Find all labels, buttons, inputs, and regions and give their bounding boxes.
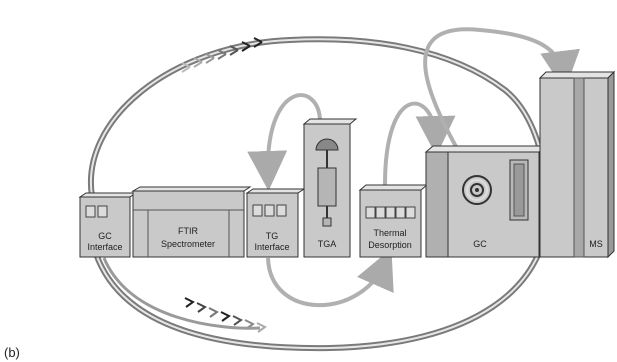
gc-interface-label-line2: Interface	[87, 242, 122, 252]
tga-unit: TGA	[302, 118, 358, 258]
gc-to-ms-arrow	[423, 27, 580, 187]
ms-label: MS	[589, 239, 603, 249]
tg-interface-unit: TG Interface	[245, 188, 306, 258]
gc-interface-label-line1: GC	[98, 231, 112, 241]
tga-to-tg-interface-arrow	[247, 93, 322, 191]
tg-interface-label-line1: TG	[266, 231, 279, 241]
gc-interface-unit: GC Interface	[78, 192, 138, 258]
gc-unit: GC	[424, 145, 548, 258]
tg-interface-bottom-loop-arrow	[266, 248, 394, 308]
tg-interface-label-line2: Interface	[254, 242, 289, 252]
gc-interface-bottom-arrow	[102, 257, 261, 330]
upper-flow-chevrons	[181, 37, 263, 73]
ftir-spectrometer-unit: FTIR Spectrometer	[131, 186, 252, 258]
thermal-desorption-to-gc-arrow	[383, 101, 456, 186]
panel-label: (b)	[4, 345, 20, 360]
tga-label: TGA	[318, 239, 337, 249]
ftir-label-line2: Spectrometer	[161, 239, 215, 249]
ms-unit: MS	[538, 70, 616, 259]
thermal-desorption-label-line2: Desorption	[368, 240, 412, 250]
ftir-label-line1: FTIR	[178, 226, 198, 236]
gc-label: GC	[473, 239, 487, 249]
thermal-desorption-unit: Thermal Desorption	[358, 184, 429, 258]
thermal-desorption-label-line1: Thermal	[373, 228, 406, 238]
